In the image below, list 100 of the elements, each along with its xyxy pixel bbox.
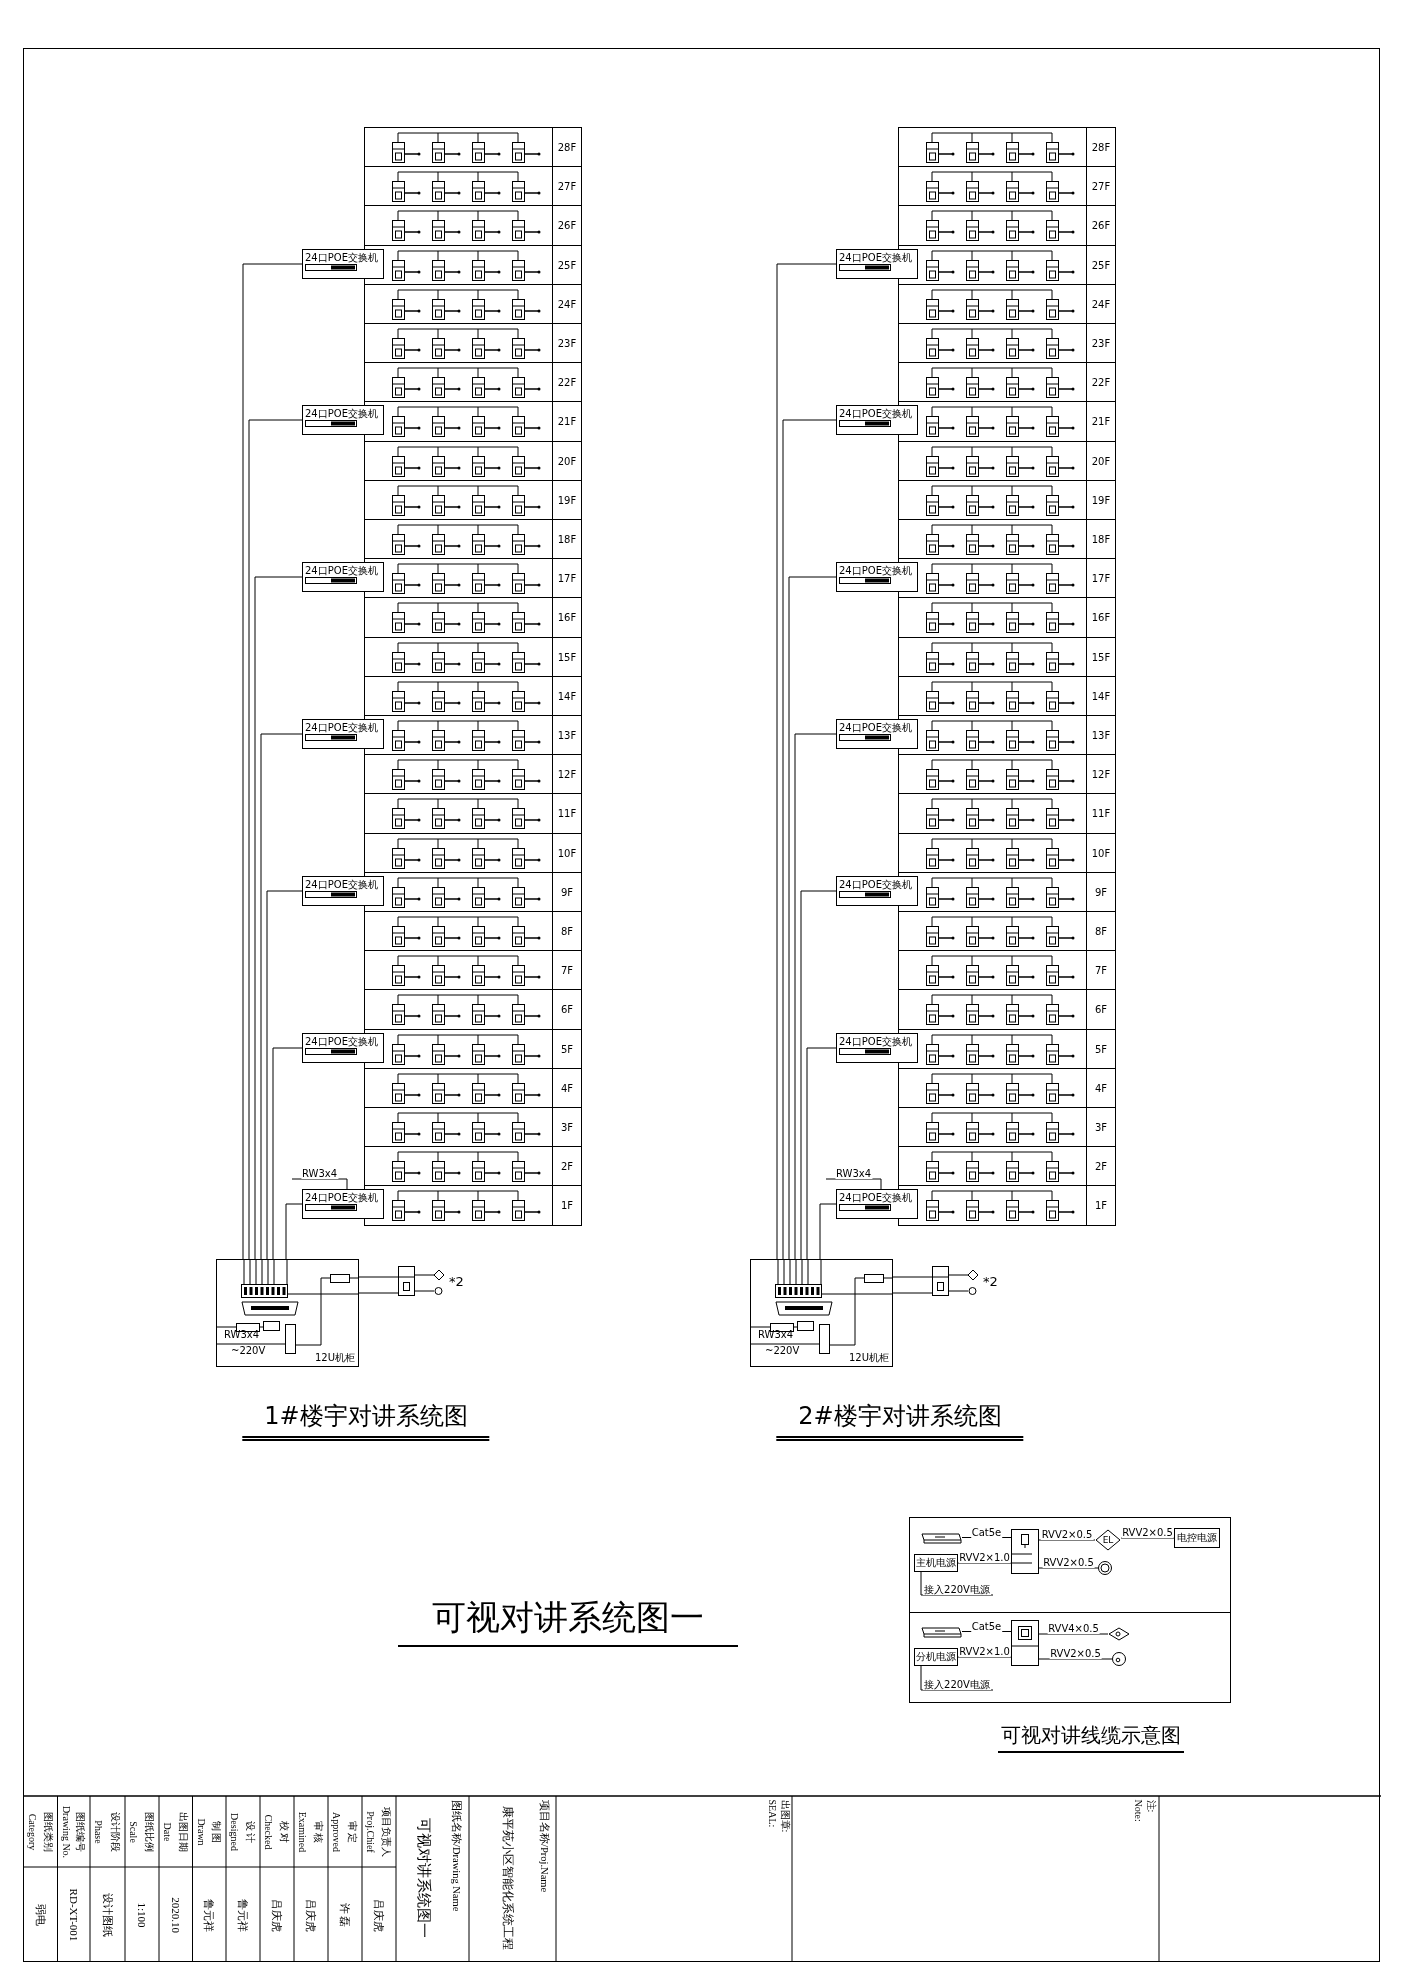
poe-switch-box bbox=[836, 249, 918, 279]
title-block-text: 吕庆虎 bbox=[372, 1897, 387, 1934]
cable-label: RW3x4 bbox=[300, 1168, 339, 1179]
floor-row bbox=[364, 127, 582, 167]
cable-label: RVV2×1.0 bbox=[958, 1552, 1011, 1563]
node-label: 24口POE交换机 bbox=[305, 565, 378, 577]
cable-spec-label: ~220V bbox=[231, 1345, 266, 1356]
node-label: 24口POE交换机 bbox=[839, 252, 912, 264]
floor-row bbox=[898, 284, 1116, 324]
title-block-text: 图纸比例 bbox=[143, 1811, 156, 1854]
floor-row bbox=[898, 1146, 1116, 1186]
cable-label: RVV2×0.5 bbox=[1121, 1527, 1174, 1538]
camera-symbol bbox=[1108, 1627, 1130, 1641]
cable-line bbox=[800, 890, 837, 1260]
cable-line bbox=[248, 419, 303, 1260]
poe-switch-box bbox=[302, 1189, 384, 1219]
cable-line bbox=[1038, 1539, 1096, 1541]
title-block-text: Checked bbox=[262, 1813, 276, 1852]
floor-row bbox=[364, 441, 582, 481]
cable-line bbox=[794, 733, 837, 1260]
floor-row bbox=[898, 1107, 1116, 1147]
title-block-text: 出图章: bbox=[778, 1799, 791, 1834]
cable-line bbox=[819, 1203, 837, 1260]
cable-line bbox=[957, 1562, 1012, 1564]
floor-row bbox=[898, 950, 1116, 990]
title-block-text: 图纸类别 bbox=[41, 1811, 55, 1854]
floor-row bbox=[364, 166, 582, 206]
node-label: 分机电源 bbox=[916, 1650, 956, 1664]
floor-row bbox=[364, 323, 582, 363]
floor-row bbox=[364, 754, 582, 794]
poe-switch-box bbox=[836, 876, 918, 906]
door-station-box bbox=[398, 1266, 415, 1296]
node-label: 24口POE交换机 bbox=[839, 1036, 912, 1048]
title-block-text: 审 定 bbox=[346, 1819, 359, 1846]
title-block-text: Proj.Chief bbox=[364, 1810, 378, 1855]
cable-line bbox=[291, 1178, 348, 1190]
title-block-text: Category bbox=[26, 1812, 40, 1853]
node-label: 24口POE交换机 bbox=[839, 565, 912, 577]
title-block-text: 吕庆虎 bbox=[304, 1897, 319, 1934]
node-label: 电控电源 bbox=[1177, 1531, 1217, 1545]
floor-row bbox=[898, 833, 1116, 873]
node-label: 12U机柜 bbox=[314, 1351, 355, 1365]
cable-line bbox=[1038, 1567, 1099, 1569]
floor-row bbox=[898, 127, 1116, 167]
floor-row bbox=[364, 284, 582, 324]
floor-row bbox=[364, 833, 582, 873]
title-block-text: 鲁元祥 bbox=[236, 1897, 251, 1934]
title-block-text: 设计图纸 bbox=[101, 1892, 115, 1939]
node-label: 1F bbox=[552, 1186, 581, 1225]
title-block-text: 制 图 bbox=[210, 1819, 223, 1846]
floor-row bbox=[898, 441, 1116, 481]
title-block-text: 康平苑小区智能化系统工程 bbox=[500, 1805, 517, 1952]
node-label: 24口POE交换机 bbox=[839, 1192, 912, 1204]
network-switch-icon bbox=[921, 1531, 962, 1544]
cable-label: RVV2×0.5 bbox=[1049, 1648, 1102, 1659]
floor-row bbox=[364, 362, 582, 402]
cable-label: RVV2×0.5 bbox=[1040, 1529, 1094, 1540]
poe-switch-box bbox=[836, 405, 918, 435]
floor-row bbox=[364, 597, 582, 638]
indoor-monitor-box bbox=[1011, 1529, 1039, 1574]
cable-line bbox=[1038, 1633, 1109, 1635]
title-block-text: 项目负责人 bbox=[380, 1806, 393, 1859]
floor-row bbox=[364, 950, 582, 990]
floor-row bbox=[364, 637, 582, 677]
title-block-text: 鲁元祥 bbox=[202, 1897, 217, 1934]
cable-line bbox=[806, 1047, 837, 1260]
floor-row bbox=[898, 362, 1116, 402]
cable-line bbox=[260, 733, 303, 1260]
floor-row bbox=[364, 1107, 582, 1147]
title-block-text: 设计阶段 bbox=[109, 1811, 122, 1854]
title-block-text: 项目名称/Proj.Name bbox=[538, 1800, 551, 1895]
cable-line bbox=[242, 263, 303, 1260]
cable-line bbox=[1120, 1537, 1175, 1539]
door-station-box bbox=[932, 1266, 949, 1296]
diagram-caption: 可视对讲线缆示意图 bbox=[998, 1722, 1184, 1753]
title-block-text: Phase bbox=[92, 1819, 106, 1846]
node-label: 12U机柜 bbox=[848, 1351, 889, 1365]
floor-row bbox=[898, 911, 1116, 951]
floor-row bbox=[364, 480, 582, 520]
cable-line bbox=[285, 1203, 303, 1260]
cable-label: RW3x4 bbox=[834, 1168, 873, 1179]
title-block-text: Note: bbox=[1131, 1799, 1144, 1824]
cable-label: RVV4×0.5 bbox=[1047, 1623, 1100, 1634]
title-block-text: RD-XT-001 bbox=[66, 1887, 81, 1944]
title-block-text: 1:100 bbox=[135, 1901, 149, 1930]
title-block-text: 审 核 bbox=[312, 1819, 325, 1846]
poe-switch-box bbox=[836, 1033, 918, 1063]
cable-line bbox=[358, 1276, 399, 1278]
main-title: 可视对讲系统图一 bbox=[398, 1595, 738, 1647]
cable-line bbox=[920, 1571, 994, 1596]
drawing-title: 2#楼宇对讲系统图 bbox=[776, 1400, 1024, 1441]
network-switch-icon bbox=[921, 1625, 962, 1638]
drawing-title: 1#楼宇对讲系统图 bbox=[242, 1400, 490, 1441]
door-station-box bbox=[1011, 1620, 1039, 1666]
title-block-text: 校 对 bbox=[278, 1819, 291, 1846]
title-block-text: Date bbox=[161, 1821, 175, 1844]
poe-switch-box bbox=[836, 1189, 918, 1219]
cable-line bbox=[957, 1656, 1012, 1658]
node-label: 24口POE交换机 bbox=[305, 1192, 378, 1204]
node-label: 24口POE交换机 bbox=[305, 879, 378, 891]
